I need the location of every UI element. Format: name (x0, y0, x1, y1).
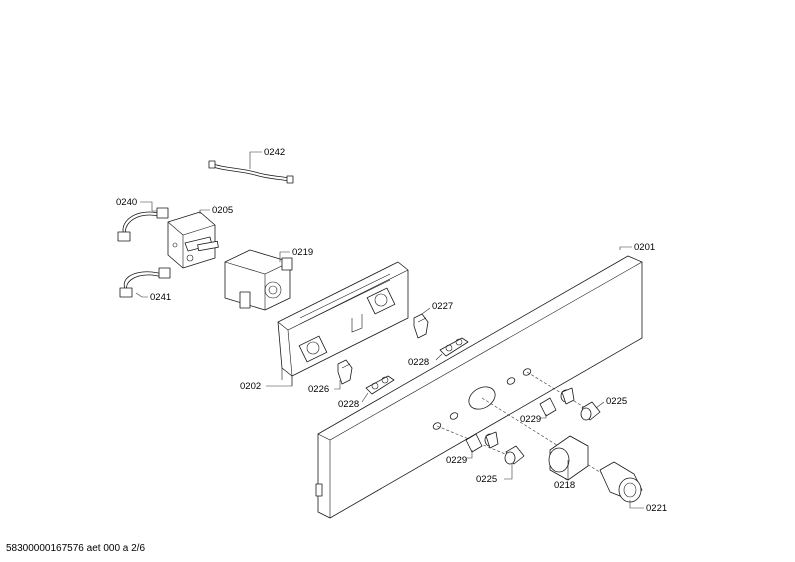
leader-0202 (266, 376, 293, 387)
part-0225-bulb-left (504, 445, 525, 465)
label-0229-left: 0229 (446, 455, 467, 466)
part-0242-cable (208, 160, 294, 184)
label-0227: 0227 (432, 301, 453, 312)
label-0201: 0201 (634, 242, 655, 253)
label-0202: 0202 (240, 381, 261, 392)
leader-0228-upper (435, 353, 443, 361)
label-0205: 0205 (212, 205, 233, 216)
document-id: 58300000167576 aet 000 a 2/6 (6, 543, 146, 554)
label-0241: 0241 (150, 292, 171, 303)
part-0225-bulb-right (580, 401, 601, 421)
part-0201-panel (315, 255, 643, 519)
leader-0226 (334, 380, 341, 390)
part-0241-wire (119, 267, 171, 298)
leader-0229-left (466, 450, 473, 459)
leader-0205 (199, 209, 210, 214)
label-0229-right: 0229 (520, 414, 541, 425)
axis-lamp-right (526, 371, 593, 413)
part-0221-knob (599, 461, 643, 503)
part-0219-module (224, 249, 293, 311)
label-0242: 0242 (264, 147, 285, 158)
leader-0219 (279, 251, 290, 262)
leader-0240 (140, 201, 157, 212)
label-0226: 0226 (308, 384, 329, 395)
label-0219: 0219 (292, 247, 313, 258)
part-0226-holder (337, 359, 353, 385)
part-0229-lamp-right (539, 387, 575, 417)
leader-0225-right (595, 401, 605, 409)
leader-0228-lower (361, 392, 369, 403)
label-0225-left: 0225 (476, 474, 497, 485)
label-0221: 0221 (646, 503, 667, 514)
part-0229-lamp-left (465, 431, 499, 453)
leader-0227 (421, 307, 431, 315)
part-0228-contact-lower (365, 375, 395, 395)
leader-0229-right (540, 414, 547, 419)
leader-0241 (135, 292, 148, 298)
part-0205-switch (167, 211, 219, 269)
leader-0242 (249, 151, 262, 169)
part-0227-holder (413, 313, 429, 339)
part-0228-contact-upper (439, 337, 469, 357)
leader-0221 (629, 500, 644, 509)
leader-0225-left (504, 464, 513, 480)
part-0218-sleeve (548, 435, 589, 481)
label-0228-upper: 0228 (408, 357, 429, 368)
label-0218: 0218 (554, 480, 575, 491)
label-0228-lower: 0228 (338, 399, 359, 410)
part-0202-frame (277, 261, 409, 386)
part-0240-wire (117, 207, 169, 242)
leader-0201 (619, 246, 632, 250)
label-0240: 0240 (116, 197, 137, 208)
label-0225-right: 0225 (606, 396, 627, 407)
